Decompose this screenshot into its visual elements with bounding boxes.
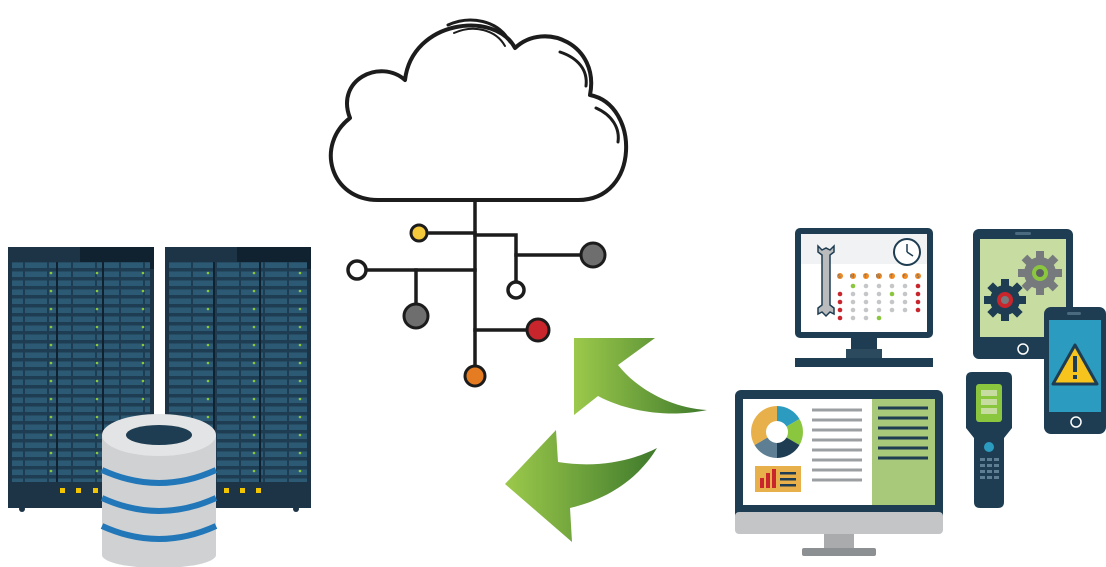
- cloud-icon: [328, 18, 629, 202]
- svg-text:S M T: S M T W T F S: [838, 274, 920, 280]
- gear-icon: [1018, 251, 1062, 295]
- arrow-up-to-cloud: [574, 338, 707, 415]
- circuit-network-icon: [364, 198, 584, 367]
- node-white-left: [346, 259, 368, 281]
- handheld-scanner-icon: [966, 372, 1012, 508]
- clock-icon: [893, 238, 921, 266]
- arrow-down-to-servers: [505, 430, 657, 542]
- monitor-icon-large: [735, 390, 943, 556]
- smartphone-icon: [1044, 307, 1106, 434]
- node-yellow: [409, 223, 429, 243]
- node-gray-right: [579, 241, 607, 269]
- warning-icon: [1051, 343, 1099, 386]
- calendar-day-label: F: [903, 274, 906, 280]
- wrench-icon: [817, 244, 835, 318]
- pie-chart-icon: [751, 406, 803, 458]
- calendar-day-label: T: [863, 274, 868, 280]
- server-rack-left: [8, 247, 154, 512]
- calendar-day-label: T: [889, 274, 894, 280]
- calendar-day-label: S: [838, 274, 841, 280]
- node-gray-left: [402, 302, 430, 330]
- circuit-nodes: [346, 223, 607, 388]
- bar-chart-icon: [755, 466, 801, 492]
- node-white-mid: [506, 280, 526, 300]
- monitor-icon: S M T W T F S: [795, 228, 933, 367]
- node-red: [525, 317, 551, 343]
- sync-arrow-icon: [505, 338, 707, 542]
- calendar-day-label: W: [876, 274, 881, 280]
- calendar-day-label: S: [916, 274, 919, 280]
- node-orange: [463, 364, 487, 388]
- calendar-day-label: M: [850, 274, 854, 280]
- gear-icon-small: [984, 279, 1026, 321]
- calendar-grid: S M T W T F S: [837, 273, 921, 321]
- database-icon: [100, 414, 218, 567]
